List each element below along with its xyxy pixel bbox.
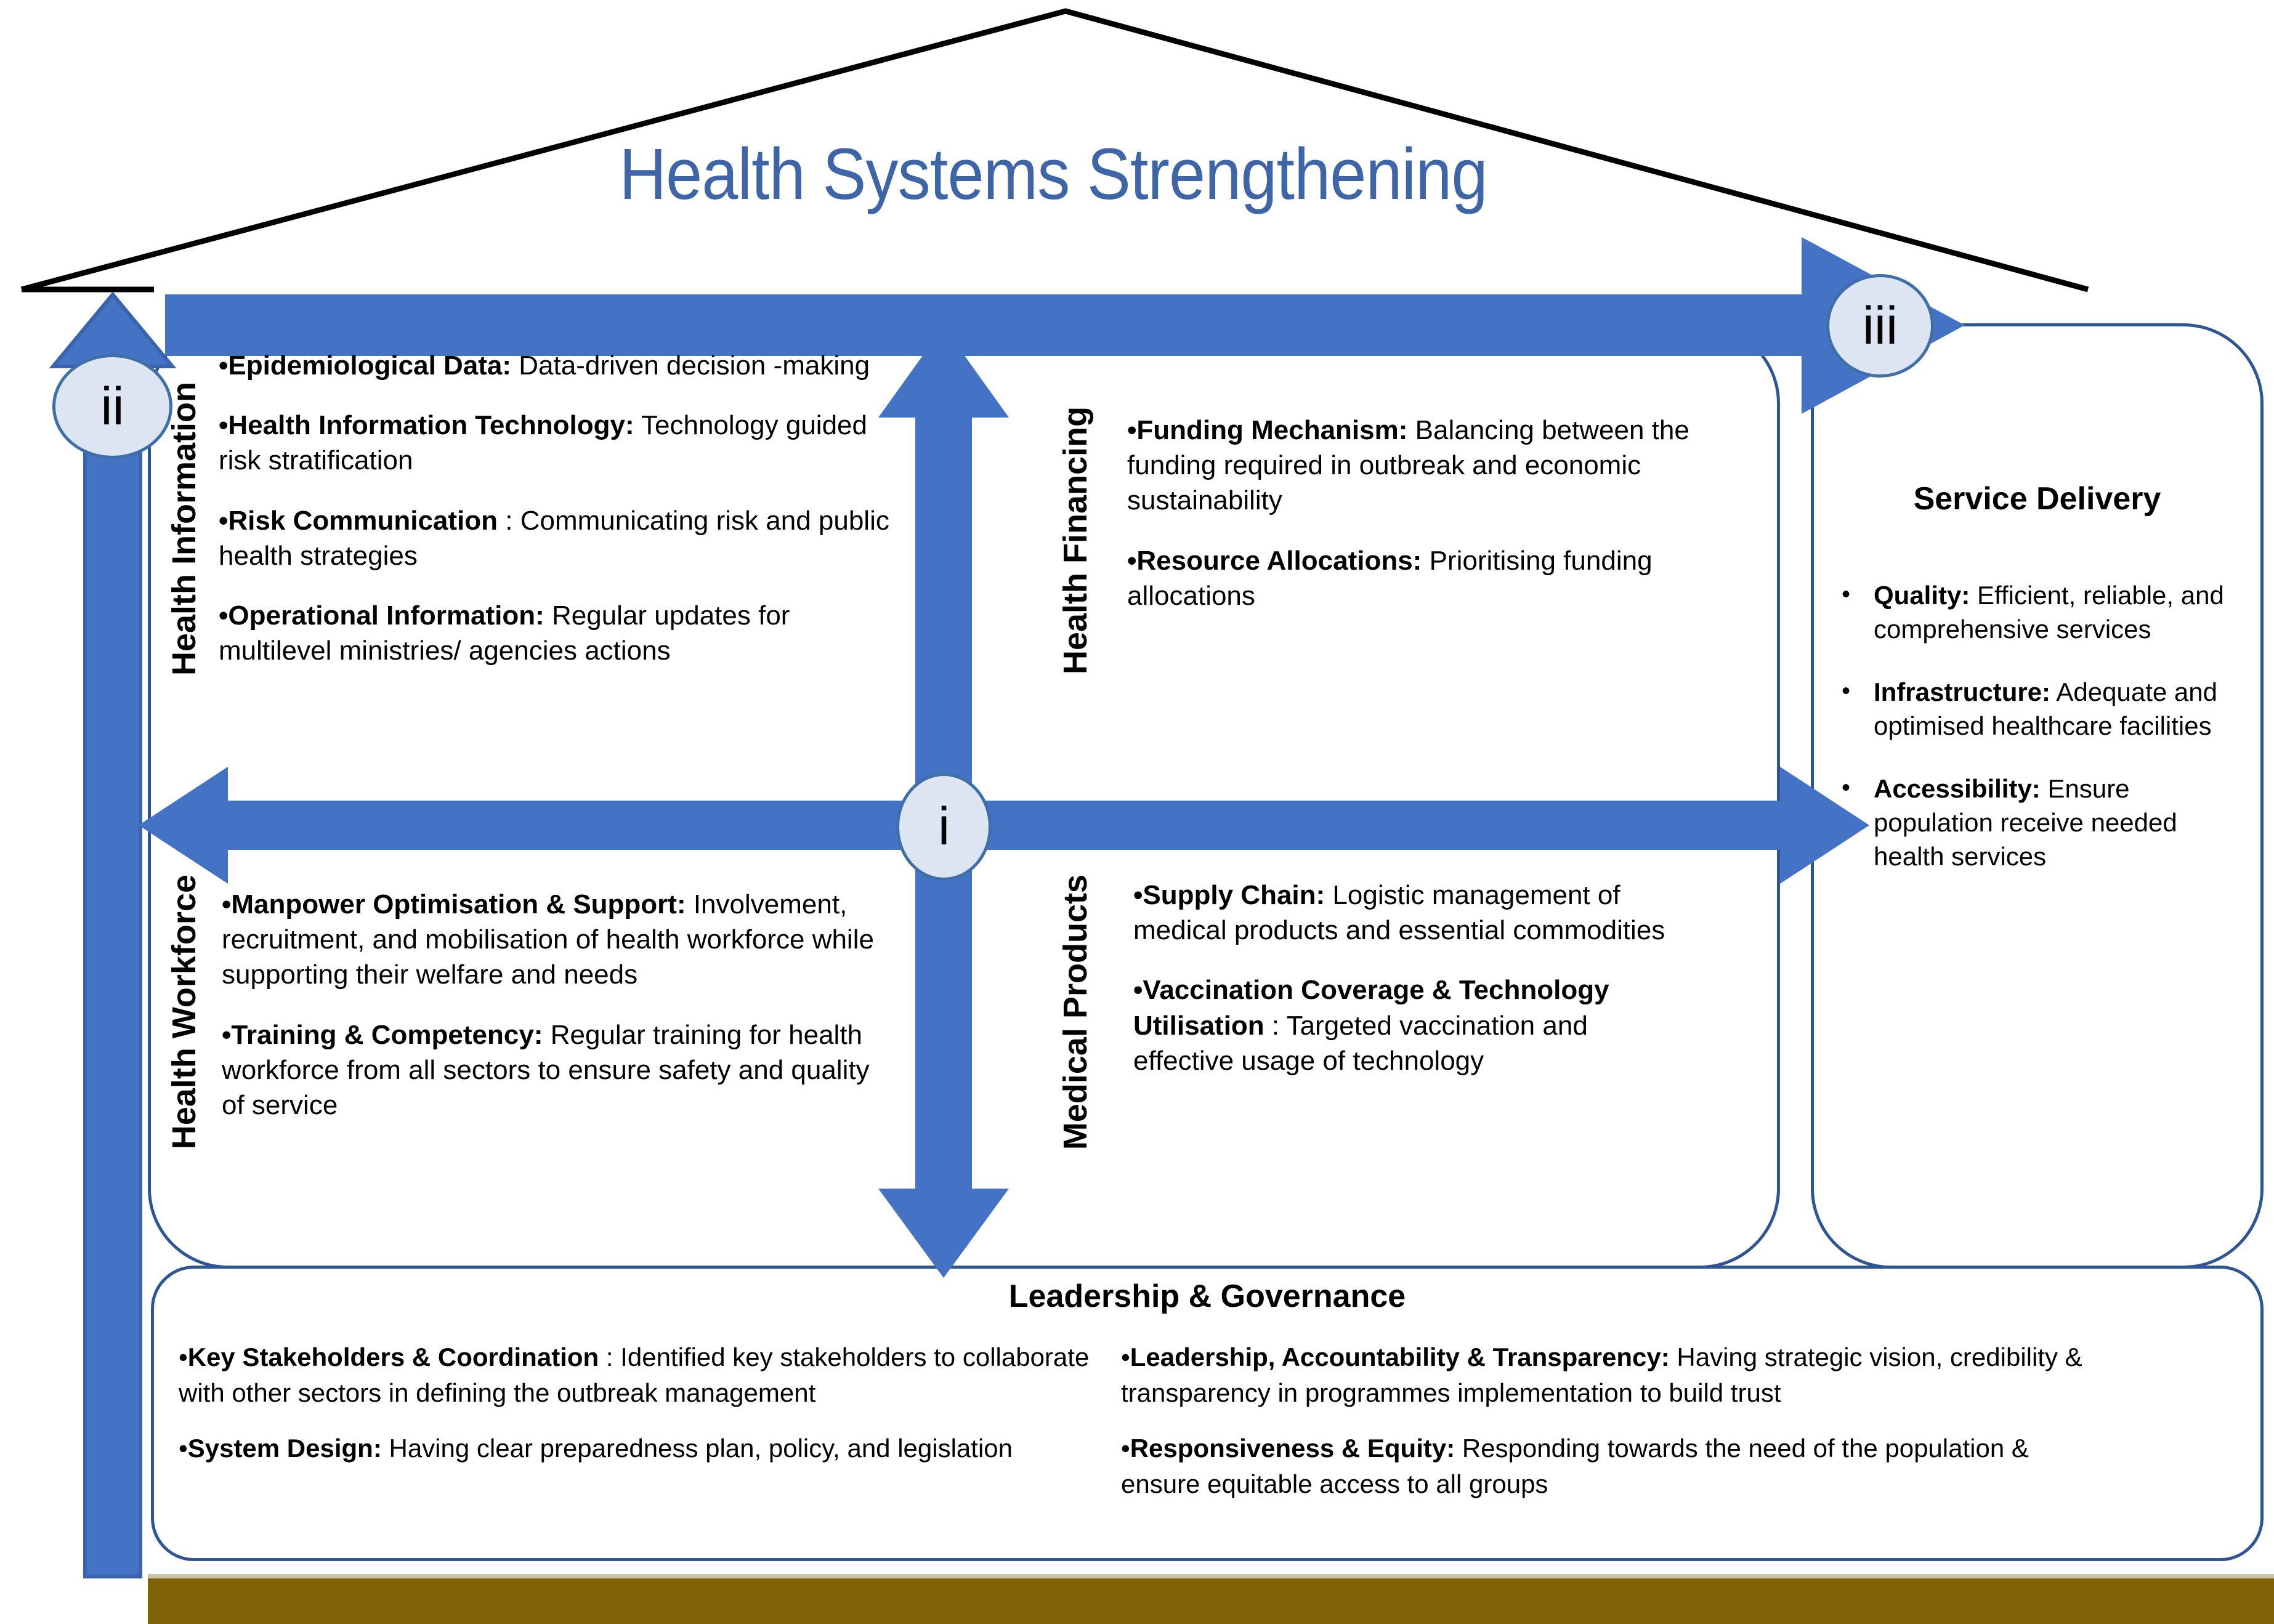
list-item: •Manpower Optimisation & Support: Involv… [222, 887, 881, 993]
list-item-text: Accessibility: Ensure population receive… [1874, 772, 2242, 873]
list-item-term: Training & Competency: [231, 1019, 543, 1050]
list-item-term: Resource Allocations: [1136, 545, 1422, 576]
list-item-term: Vaccination Coverage & Technology Utilis… [1133, 975, 1609, 1041]
list-item-description: Data-driven decision -making [511, 350, 870, 381]
list-health-information: •Epidemiological Data: Data-driven decis… [219, 348, 890, 668]
bullet-dot: • [1133, 975, 1143, 1006]
list-item-description: Involvement, recruitment, and mobilisati… [222, 889, 874, 990]
list-item-description: : Targeted vaccination and effective usa… [1133, 1010, 1588, 1076]
label-health-information: Health Information [166, 382, 203, 676]
list-health-financing: •Funding Mechanism: Balancing between th… [1127, 413, 1743, 613]
list-item: •Risk Communication : Communicating risk… [219, 503, 890, 573]
list-item-description: Logistic management of medical products … [1133, 880, 1665, 946]
list-item-description: Efficient, reliable, and comprehensive s… [1874, 581, 2224, 644]
list-service-delivery: • Quality: Efficient, reliable, and compr… [1842, 579, 2242, 873]
list-item-description: Having strategic vision, credibility & t… [1121, 1343, 2082, 1407]
list-item-term: Health Information Technology: [228, 410, 634, 441]
service-delivery-title: Service Delivery [1913, 481, 2161, 517]
badge-i: i [896, 773, 992, 881]
list-item: •Epidemiological Data: Data-driven decis… [219, 348, 890, 383]
list-item-description: Adequate and optimised healthcare facili… [1874, 677, 2217, 740]
list-item-description: Responding towards the need of the popul… [1121, 1433, 2029, 1498]
list-item: •Resource Allocations: Prioritising fund… [1127, 543, 1743, 613]
list-item: • Quality: Efficient, reliable, and compr… [1842, 579, 2242, 646]
bullet-dot: • [222, 1019, 232, 1050]
list-item: • Accessibility: Ensure population receiv… [1842, 772, 2242, 873]
list-item-term: Accessibility: [1874, 774, 2041, 804]
badge-ii: ii [52, 354, 172, 459]
list-item-term: Infrastructure: [1874, 677, 2051, 707]
list-item-term: Supply Chain: [1143, 880, 1325, 910]
list-item: • Infrastructure: Adequate and optimised … [1842, 676, 2242, 743]
list-item: •Key Stakeholders & Coordination : Ident… [179, 1339, 1103, 1411]
label-medical-products: Medical Products [1057, 875, 1094, 1150]
list-item-description: : Identified key stakeholders to collabo… [179, 1343, 1090, 1407]
list-item-term: Key Stakeholders & Coordination [187, 1343, 599, 1372]
roof-outline [20, 8, 2089, 293]
list-item: •Leadership, Accountability & Transparen… [1121, 1339, 2106, 1411]
page-title: Health Systems Strengthening [619, 134, 1487, 215]
leadership-governance-title: Leadership & Governance [1008, 1279, 1406, 1314]
list-item-description: Regular training for health workforce fr… [222, 1019, 870, 1120]
list-medical-products: •Supply Chain: Logistic management of me… [1133, 878, 1675, 1078]
list-item-term: Epidemiological Data: [228, 350, 512, 381]
list-item-term: Funding Mechanism: [1136, 415, 1408, 445]
list-item: •System Design: Having clear preparednes… [179, 1431, 1103, 1466]
list-item: •Operational Information: Regular update… [219, 598, 890, 668]
list-item-description: Balancing between the funding required i… [1127, 415, 1689, 516]
list-item-description: Ensure population receive needed health … [1874, 774, 2177, 871]
bullet-dot: • [1842, 677, 1851, 705]
bullet-dot: • [1133, 880, 1143, 910]
list-item-term: Responsiveness & Equity: [1130, 1433, 1455, 1463]
list-item-description: Regular updates for multilevel ministrie… [219, 600, 790, 666]
bullet-dot: • [219, 350, 229, 381]
label-health-workforce: Health Workforce [166, 875, 203, 1150]
list-item: •Responsiveness & Equity: Responding tow… [1121, 1431, 2106, 1502]
list-item-description: : Communicating risk and public health s… [219, 505, 889, 571]
foundation-bar [148, 1578, 2274, 1624]
bullet-dot: • [1842, 774, 1851, 802]
list-leadership-right: •Leadership, Accountability & Transparen… [1121, 1339, 2106, 1502]
bullet-dot: • [179, 1433, 188, 1463]
badge-iii: iii [1826, 274, 1934, 378]
list-item-term: Operational Information: [228, 600, 544, 631]
foundation-highlight [148, 1574, 2274, 1579]
bullet-dot: • [219, 505, 229, 536]
bullet-dot: • [219, 600, 229, 631]
bullet-dot: • [1127, 545, 1137, 576]
bullet-dot: • [1127, 415, 1137, 445]
label-health-financing: Health Financing [1057, 406, 1094, 675]
bullet-dot: • [1121, 1343, 1130, 1372]
list-item-description: Prioritising funding allocations [1127, 545, 1653, 611]
bullet-dot: • [219, 410, 229, 441]
list-item: •Training & Competency: Regular training… [222, 1017, 881, 1123]
list-item-text: Quality: Efficient, reliable, and compre… [1874, 579, 2242, 646]
list-item: •Health Information Technology: Technolo… [219, 408, 890, 478]
list-item-description: Having clear preparedness plan, policy, … [381, 1433, 1013, 1463]
list-item: •Supply Chain: Logistic management of me… [1133, 878, 1675, 948]
list-item-term: Leadership, Accountability & Transparenc… [1130, 1343, 1670, 1372]
list-health-workforce: •Manpower Optimisation & Support: Involv… [222, 887, 881, 1123]
list-item-term: Manpower Optimisation & Support: [231, 889, 686, 919]
bullet-dot: • [222, 889, 232, 919]
bullet-dot: • [179, 1343, 188, 1372]
list-leadership-left: •Key Stakeholders & Coordination : Ident… [179, 1339, 1103, 1466]
bullet-dot: • [1121, 1433, 1130, 1463]
list-item: •Vaccination Coverage & Technology Utili… [1133, 972, 1675, 1078]
bullet-dot: • [1842, 581, 1851, 608]
list-item: •Funding Mechanism: Balancing between th… [1127, 413, 1743, 519]
list-item-description: Technology guided risk stratification [219, 410, 867, 476]
list-item-text: Infrastructure: Adequate and optimised h… [1874, 676, 2242, 743]
panel-leadership-governance [151, 1266, 2264, 1561]
list-item-term: Quality: [1874, 581, 1970, 610]
list-item-term: System Design: [187, 1433, 382, 1463]
list-item-term: Risk Communication [228, 505, 498, 536]
